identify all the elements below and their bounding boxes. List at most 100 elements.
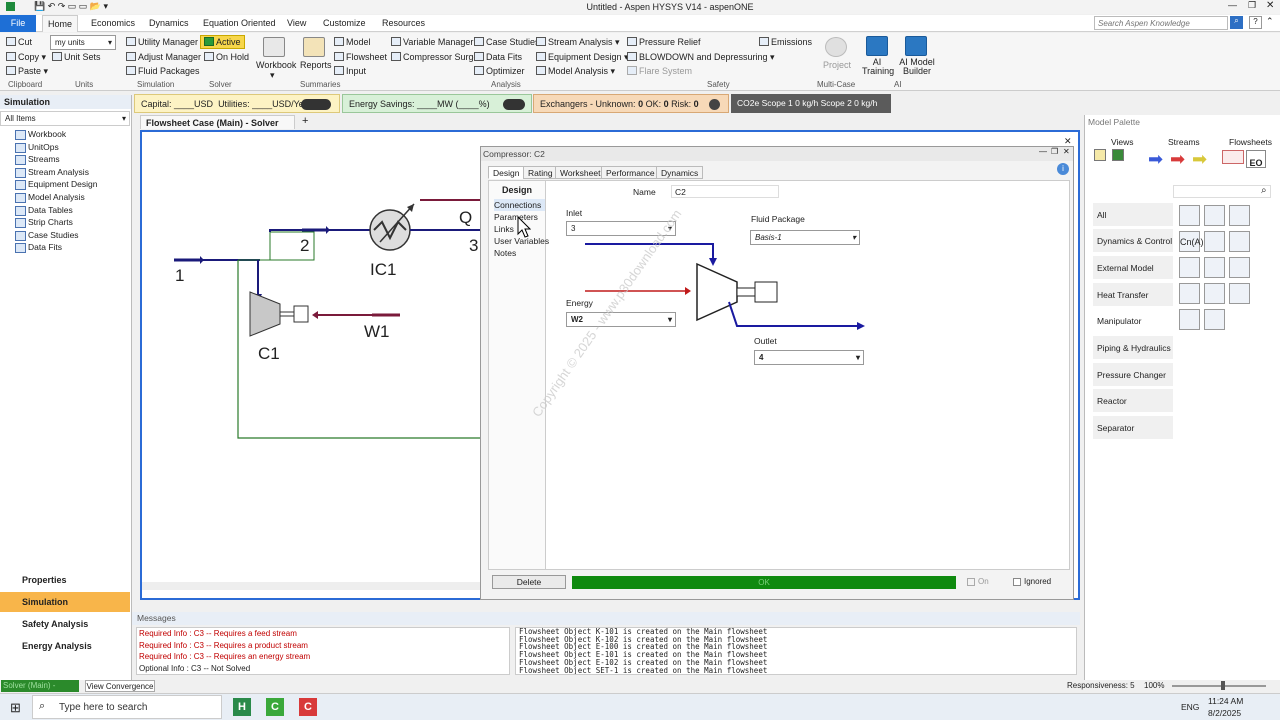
flowsheet-button[interactable]: Flowsheet bbox=[334, 52, 387, 62]
tree-item-strip-charts[interactable]: Strip Charts bbox=[0, 216, 131, 229]
unit-sets-button[interactable]: Unit Sets bbox=[52, 52, 101, 62]
tab-home[interactable]: Home bbox=[42, 15, 78, 32]
stream-label-q[interactable]: Q bbox=[459, 208, 473, 227]
palette-cat-manipulator[interactable]: Manipulator bbox=[1093, 309, 1173, 333]
palette-mixer-icon[interactable] bbox=[1204, 309, 1225, 330]
dialog-maximize-icon[interactable]: ❐ bbox=[1051, 147, 1059, 156]
file-tab[interactable]: File bbox=[0, 15, 36, 32]
on-checkbox[interactable] bbox=[967, 578, 975, 586]
clock-time[interactable]: 11:24 AM bbox=[1208, 696, 1244, 706]
tab-view[interactable]: View bbox=[287, 18, 307, 28]
hysys-taskbar-icon[interactable]: H bbox=[233, 698, 251, 716]
name-field[interactable]: C2 bbox=[671, 185, 779, 198]
tree-item-data-tables[interactable]: Data Tables bbox=[0, 204, 131, 217]
tree-item-case-studies[interactable]: Case Studies bbox=[0, 229, 131, 242]
language-indicator[interactable]: ENG bbox=[1181, 702, 1200, 712]
input-button[interactable]: Input bbox=[334, 66, 366, 76]
palette-heater-icon[interactable] bbox=[1179, 283, 1200, 304]
ribbon-collapse-icon[interactable]: ⌃ bbox=[1266, 16, 1274, 26]
copy-button[interactable]: Copy ▾ bbox=[6, 52, 46, 63]
palette-recycle-icon[interactable] bbox=[1229, 205, 1250, 226]
pressure-relief-button[interactable]: Pressure Relief bbox=[627, 37, 701, 47]
taskbar-search[interactable]: ⌕ Type here to search bbox=[32, 695, 222, 719]
palette-cat-external-model[interactable]: External Model bbox=[1093, 256, 1173, 280]
gear-icon[interactable] bbox=[709, 99, 720, 110]
stream-label-3[interactable]: 3 bbox=[469, 236, 479, 255]
economics-indicator[interactable]: Capital: ____USD Utilities: ____USD/Year bbox=[134, 94, 340, 113]
solver-active-button[interactable]: Active bbox=[200, 35, 245, 49]
material-stream-icon[interactable]: ➡ bbox=[1148, 149, 1164, 169]
unit-label-c1[interactable]: C1 bbox=[258, 344, 280, 363]
add-tab-icon[interactable]: + bbox=[302, 115, 309, 127]
zoom-slider-thumb[interactable] bbox=[1221, 681, 1225, 690]
menu-links[interactable]: Links bbox=[494, 224, 514, 234]
case-studies-button[interactable]: Case Studies bbox=[474, 37, 540, 47]
tree-item-data-fits[interactable]: Data Fits bbox=[0, 241, 131, 254]
energy-select[interactable]: W2 bbox=[566, 312, 676, 327]
utility-manager-button[interactable]: Utility Manager bbox=[126, 37, 198, 47]
ai-training-button[interactable]: AI Training bbox=[862, 57, 895, 76]
stream-label-2[interactable]: 2 bbox=[300, 236, 310, 255]
nav-properties[interactable]: Properties bbox=[0, 570, 130, 590]
zoom-slider[interactable] bbox=[1172, 685, 1266, 687]
energy-indicator[interactable]: Energy Savings: ____MW (____%) bbox=[342, 94, 532, 113]
palette-cat-pressure-changer[interactable]: Pressure Changer bbox=[1093, 363, 1173, 387]
dialog-minimize-icon[interactable]: — bbox=[1039, 147, 1047, 156]
exchangers-indicator[interactable]: Exchangers - Unknown: 0 OK: 0 Risk: 0 bbox=[533, 94, 729, 113]
info-icon[interactable]: i bbox=[1057, 163, 1069, 175]
tab-rating[interactable]: Rating bbox=[523, 166, 558, 179]
unit-set-select[interactable]: my units bbox=[50, 35, 116, 50]
filter-select[interactable]: All Items bbox=[0, 111, 130, 126]
variable-manager-button[interactable]: Variable Manager bbox=[391, 37, 473, 47]
nav-energy-analysis[interactable]: Energy Analysis bbox=[0, 636, 130, 656]
inlet-select[interactable]: 3 bbox=[566, 221, 676, 236]
outlet-select[interactable]: 4 bbox=[754, 350, 864, 365]
fluid-packages-button[interactable]: Fluid Packages bbox=[126, 66, 200, 76]
canvas-close-icon[interactable]: ✕ bbox=[1064, 136, 1072, 146]
paste-button[interactable]: Paste ▾ bbox=[6, 66, 48, 77]
menu-user-variables[interactable]: User Variables bbox=[494, 236, 550, 246]
emissions-button[interactable]: Emissions bbox=[759, 37, 812, 47]
dialog-close-icon[interactable]: ✕ bbox=[1063, 147, 1070, 156]
nav-simulation[interactable]: Simulation bbox=[0, 592, 130, 612]
tree-item-model-analysis[interactable]: Model Analysis bbox=[0, 191, 131, 204]
adjust-manager-button[interactable]: Adjust Manager bbox=[126, 52, 201, 62]
tab-performance[interactable]: Performance bbox=[601, 166, 660, 179]
tab-equation-oriented[interactable]: Equation Oriented bbox=[203, 18, 276, 28]
palette-spreadsheet-icon[interactable] bbox=[1204, 205, 1225, 226]
palette-column-icon[interactable] bbox=[1204, 257, 1225, 278]
menu-connections[interactable]: Connections bbox=[494, 199, 545, 211]
cut-button[interactable]: Cut bbox=[6, 37, 32, 47]
economics-toggle[interactable] bbox=[301, 99, 331, 110]
compressor-surge-button[interactable]: Compressor Surge bbox=[391, 52, 479, 62]
camtasia-taskbar-icon[interactable]: C bbox=[266, 698, 284, 716]
fluid-package-select[interactable]: Basis-1 bbox=[750, 230, 860, 245]
close-icon[interactable]: ✕ bbox=[1266, 0, 1275, 11]
tree-item-workbook[interactable]: Workbook bbox=[0, 128, 131, 141]
horizontal-scrollbar[interactable] bbox=[142, 582, 482, 590]
quick-access-toolbar[interactable]: 💾 ↶ ↷ ▭ ▭ 📂 ▾ bbox=[34, 1, 109, 11]
palette-vessel-icon[interactable] bbox=[1229, 257, 1250, 278]
restore-icon[interactable]: ❐ bbox=[1248, 0, 1257, 10]
menu-notes[interactable]: Notes bbox=[494, 248, 517, 258]
palette-view-icon[interactable] bbox=[1094, 149, 1106, 161]
windows-start-icon[interactable]: ⊞ bbox=[10, 700, 21, 715]
palette-balance-icon[interactable] bbox=[1229, 231, 1250, 252]
tab-dynamics[interactable]: Dynamics bbox=[149, 18, 189, 28]
tab-worksheet[interactable]: Worksheet bbox=[555, 166, 606, 179]
palette-tee-icon[interactable] bbox=[1179, 309, 1200, 330]
stream-label-w1[interactable]: W1 bbox=[364, 322, 390, 341]
palette-cat-all[interactable]: All bbox=[1093, 203, 1173, 227]
tab-flowsheet-case[interactable]: Flowsheet Case (Main) - Solver Active bbox=[140, 115, 295, 142]
palette-cat-piping-hydraulics[interactable]: Piping & Hydraulics bbox=[1093, 336, 1173, 360]
palette-cat-dynamics-control[interactable]: Dynamics & Control bbox=[1093, 229, 1173, 253]
model-analysis-button[interactable]: Model Analysis ▾ bbox=[536, 66, 615, 77]
tab-dynamics[interactable]: Dynamics bbox=[656, 166, 704, 179]
ai-model-builder-button[interactable]: AI Model Builder bbox=[899, 57, 935, 76]
help-icon[interactable]: ? bbox=[1249, 16, 1262, 29]
view-convergence-button[interactable]: View Convergence bbox=[85, 680, 155, 692]
palette-grid-icon[interactable] bbox=[1112, 149, 1124, 161]
ignored-checkbox[interactable] bbox=[1013, 578, 1021, 586]
tree-item-streams[interactable]: Streams bbox=[0, 153, 131, 166]
data-fits-button[interactable]: Data Fits bbox=[474, 52, 522, 62]
